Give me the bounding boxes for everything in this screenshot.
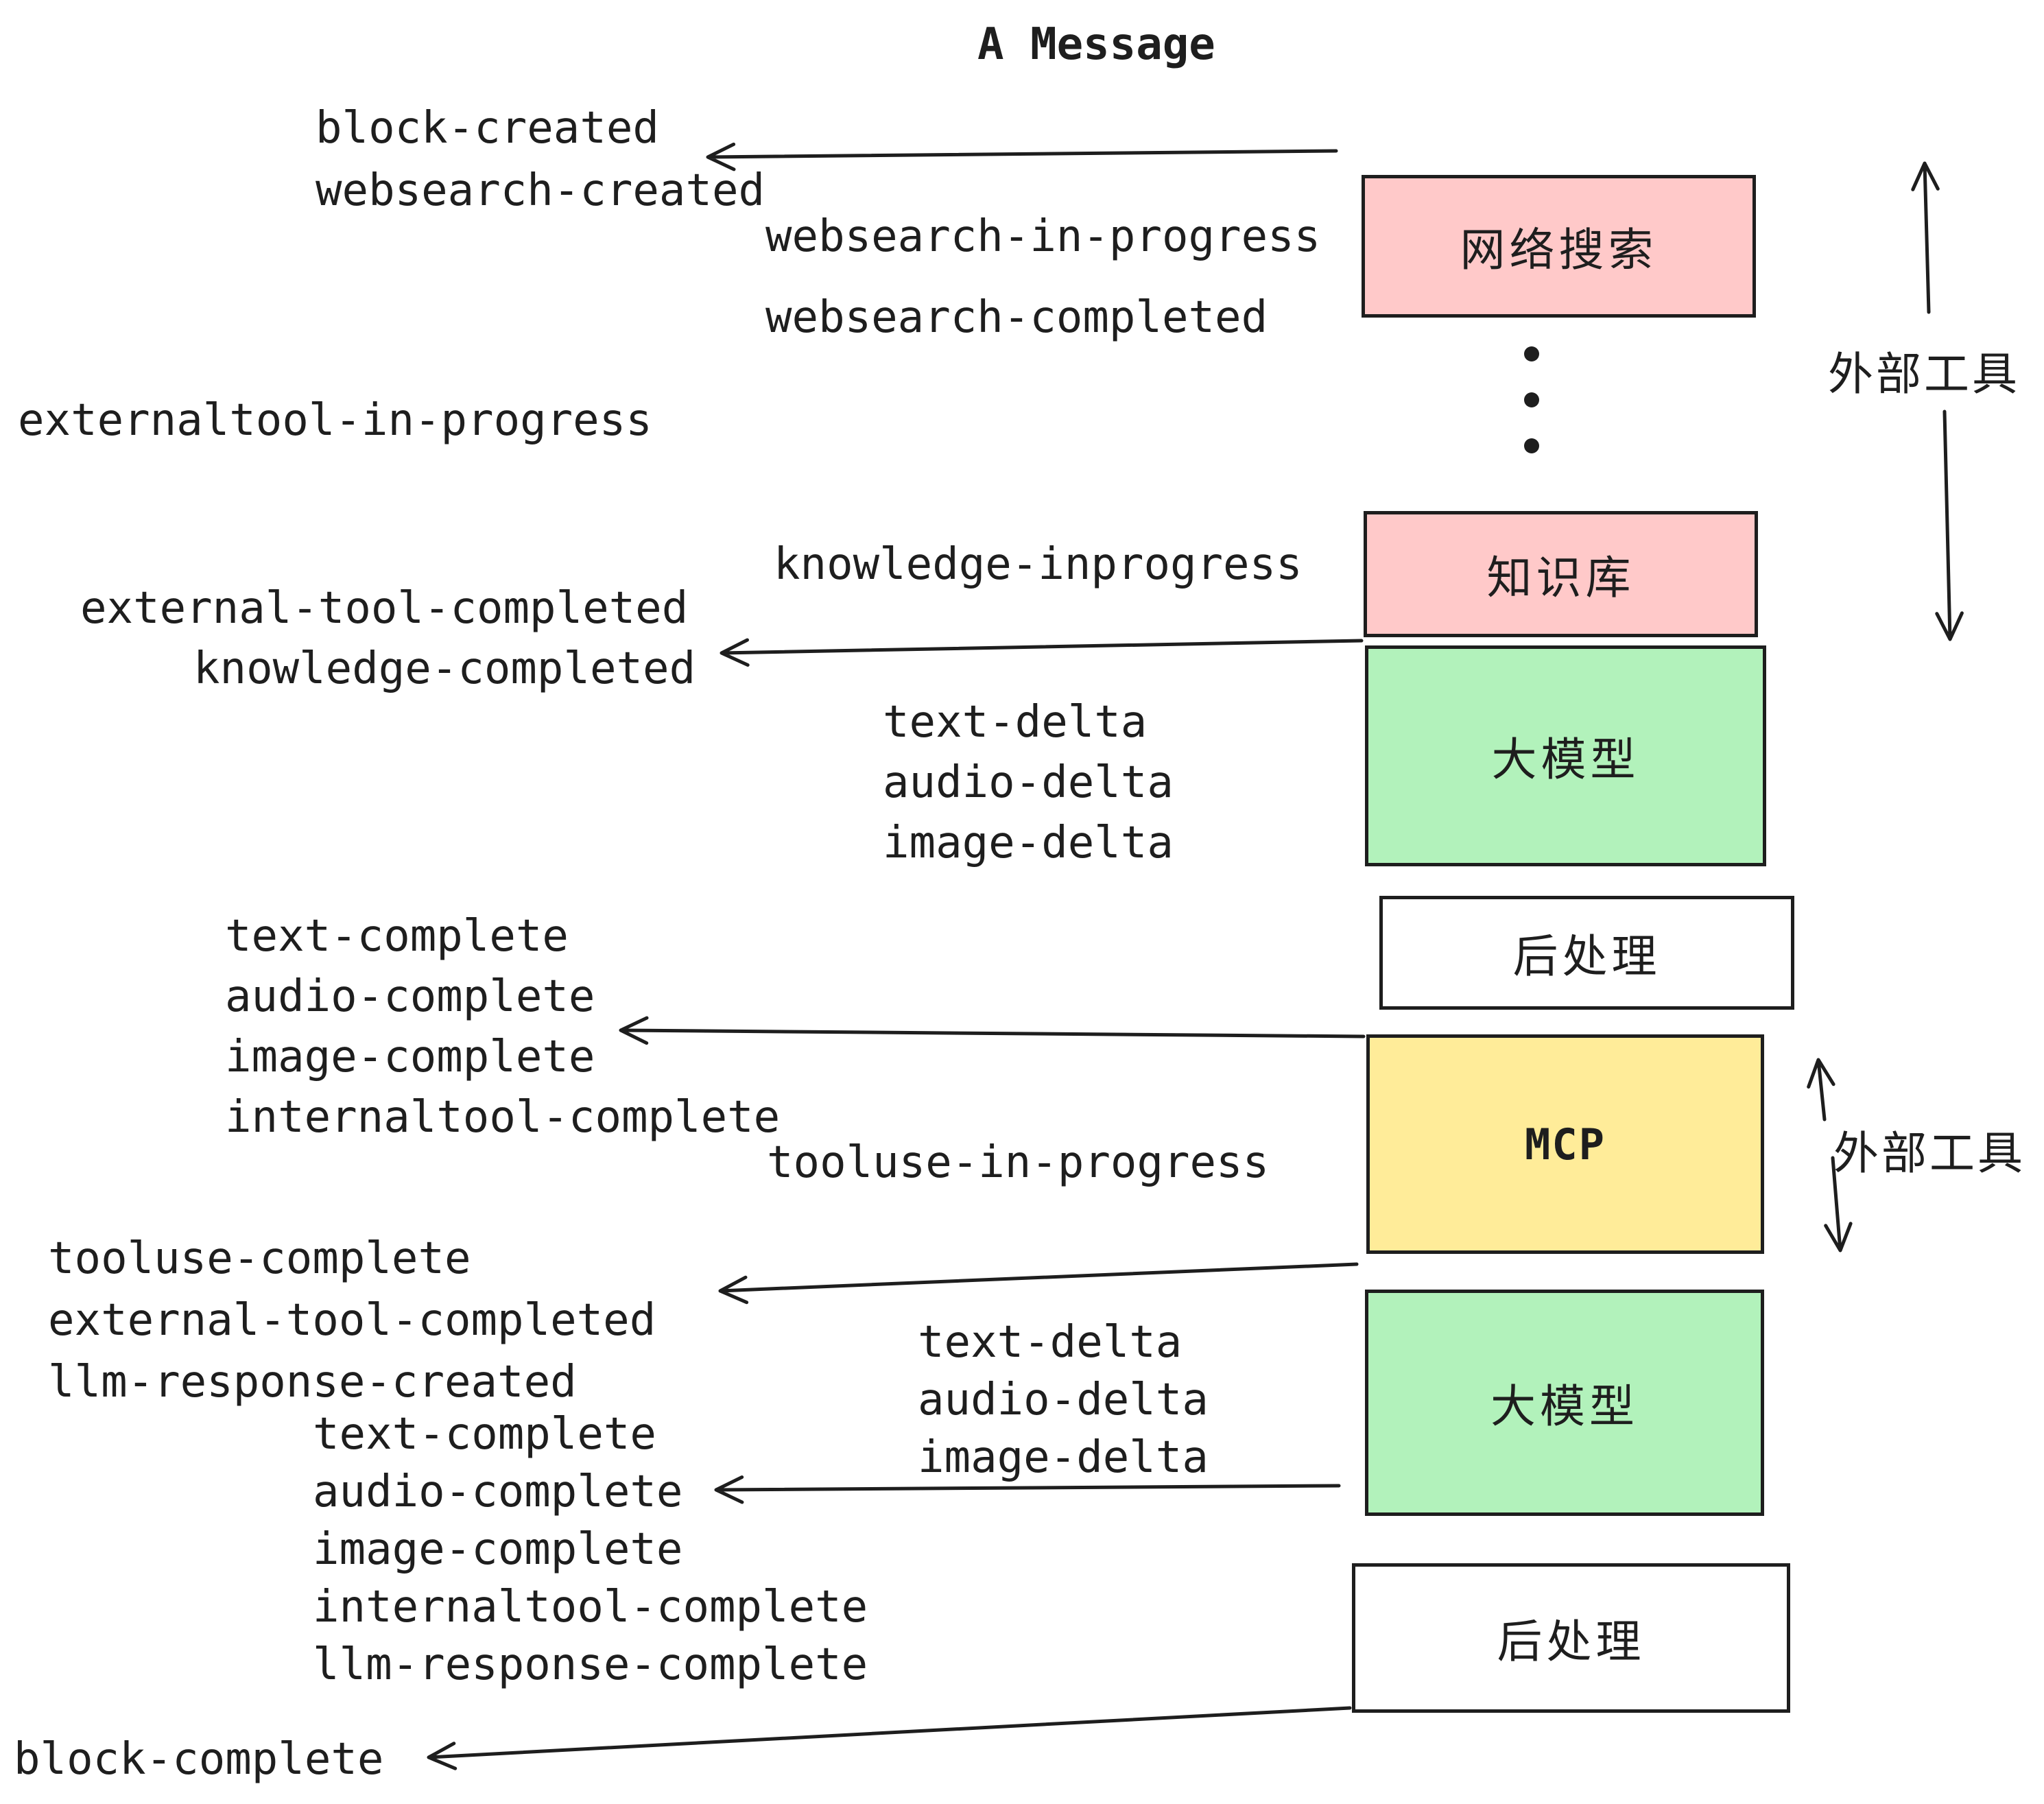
event-label-text-delta-bottom: text-delta [918,1317,1183,1368]
arrow-to-block-created [706,142,1338,171]
event-label-llm-response-complete: llm-response-complete [313,1639,868,1690]
event-label-text-complete-bottom: text-complete [313,1409,656,1460]
event-label-internaltool-complete-top: internaltool-complete [225,1092,781,1143]
event-label-tooluse-in-progress: tooluse-in-progress [767,1137,1270,1188]
node-llm-top: 大模型 [1365,645,1766,866]
arrow-external-tools-mid-up [1807,1058,1835,1121]
node-websearch: 网络搜索 [1362,175,1756,318]
event-label-text-complete-top: text-complete [225,911,569,962]
event-label-tooluse-complete: tooluse-complete [48,1233,471,1284]
event-label-audio-complete-top: audio-complete [225,971,595,1022]
node-knowledge-label: 知识库 [1486,551,1635,604]
event-label-externaltool-in-progress: externaltool-in-progress [18,395,652,446]
node-postprocess-top-label: 后处理 [1512,930,1661,983]
event-label-text-delta-top: text-delta [883,697,1148,748]
event-label-websearch-in-progress: websearch-in-progress [765,211,1321,262]
node-llm-bottom-label: 大模型 [1490,1380,1639,1433]
event-label-internaltool-complete-bottom: internaltool-complete [313,1582,868,1633]
event-label-audio-delta-bottom: audio-delta [918,1375,1209,1425]
arrow-to-tooluse-complete [718,1262,1359,1305]
event-label-image-delta-top: image-delta [883,818,1174,868]
arrow-to-knowledge-completed [720,638,1364,667]
event-label-audio-delta-top: audio-delta [883,757,1174,808]
node-postprocess-bottom: 后处理 [1352,1563,1790,1713]
node-postprocess-bottom-label: 后处理 [1497,1615,1645,1668]
event-label-external-tool-completed-top: external-tool-completed [80,583,689,634]
node-mcp-label: MCP [1525,1119,1606,1170]
node-llm-bottom: 大模型 [1365,1290,1764,1516]
event-label-image-complete-bottom: image-complete [313,1524,683,1575]
event-label-image-delta-bottom: image-delta [918,1432,1209,1483]
event-label-knowledge-inprogress: knowledge-inprogress [774,539,1303,590]
event-label-image-complete-top: image-complete [225,1032,595,1082]
diagram-title: A Message [977,19,1215,70]
arrow-external-tools-top-down [1935,410,1964,641]
node-knowledge: 知识库 [1364,511,1758,637]
event-label-llm-response-created: llm-response-created [48,1357,577,1408]
ellipsis-dots [1524,346,1539,484]
arrow-to-image-complete [619,1016,1366,1045]
event-label-knowledge-completed: knowledge-completed [193,643,696,694]
external-tools-label-top: 外部工具 [1828,348,2020,401]
arrow-external-tools-top-up [1911,161,1940,314]
event-label-block-created: block-created [316,103,659,154]
external-tools-label-middle: 外部工具 [1833,1127,2025,1180]
node-mcp: MCP [1366,1034,1764,1254]
event-label-block-complete: block-complete [14,1734,384,1785]
node-llm-top-label: 大模型 [1491,733,1640,786]
arrow-to-block-complete [427,1706,1352,1770]
node-postprocess-top: 后处理 [1379,896,1794,1010]
event-label-websearch-created: websearch-created [316,165,765,216]
event-label-audio-complete-bottom: audio-complete [313,1467,683,1517]
event-label-external-tool-completed-bottom: external-tool-completed [48,1295,656,1346]
node-websearch-label: 网络搜索 [1460,224,1658,276]
event-label-websearch-completed: websearch-completed [765,292,1268,343]
